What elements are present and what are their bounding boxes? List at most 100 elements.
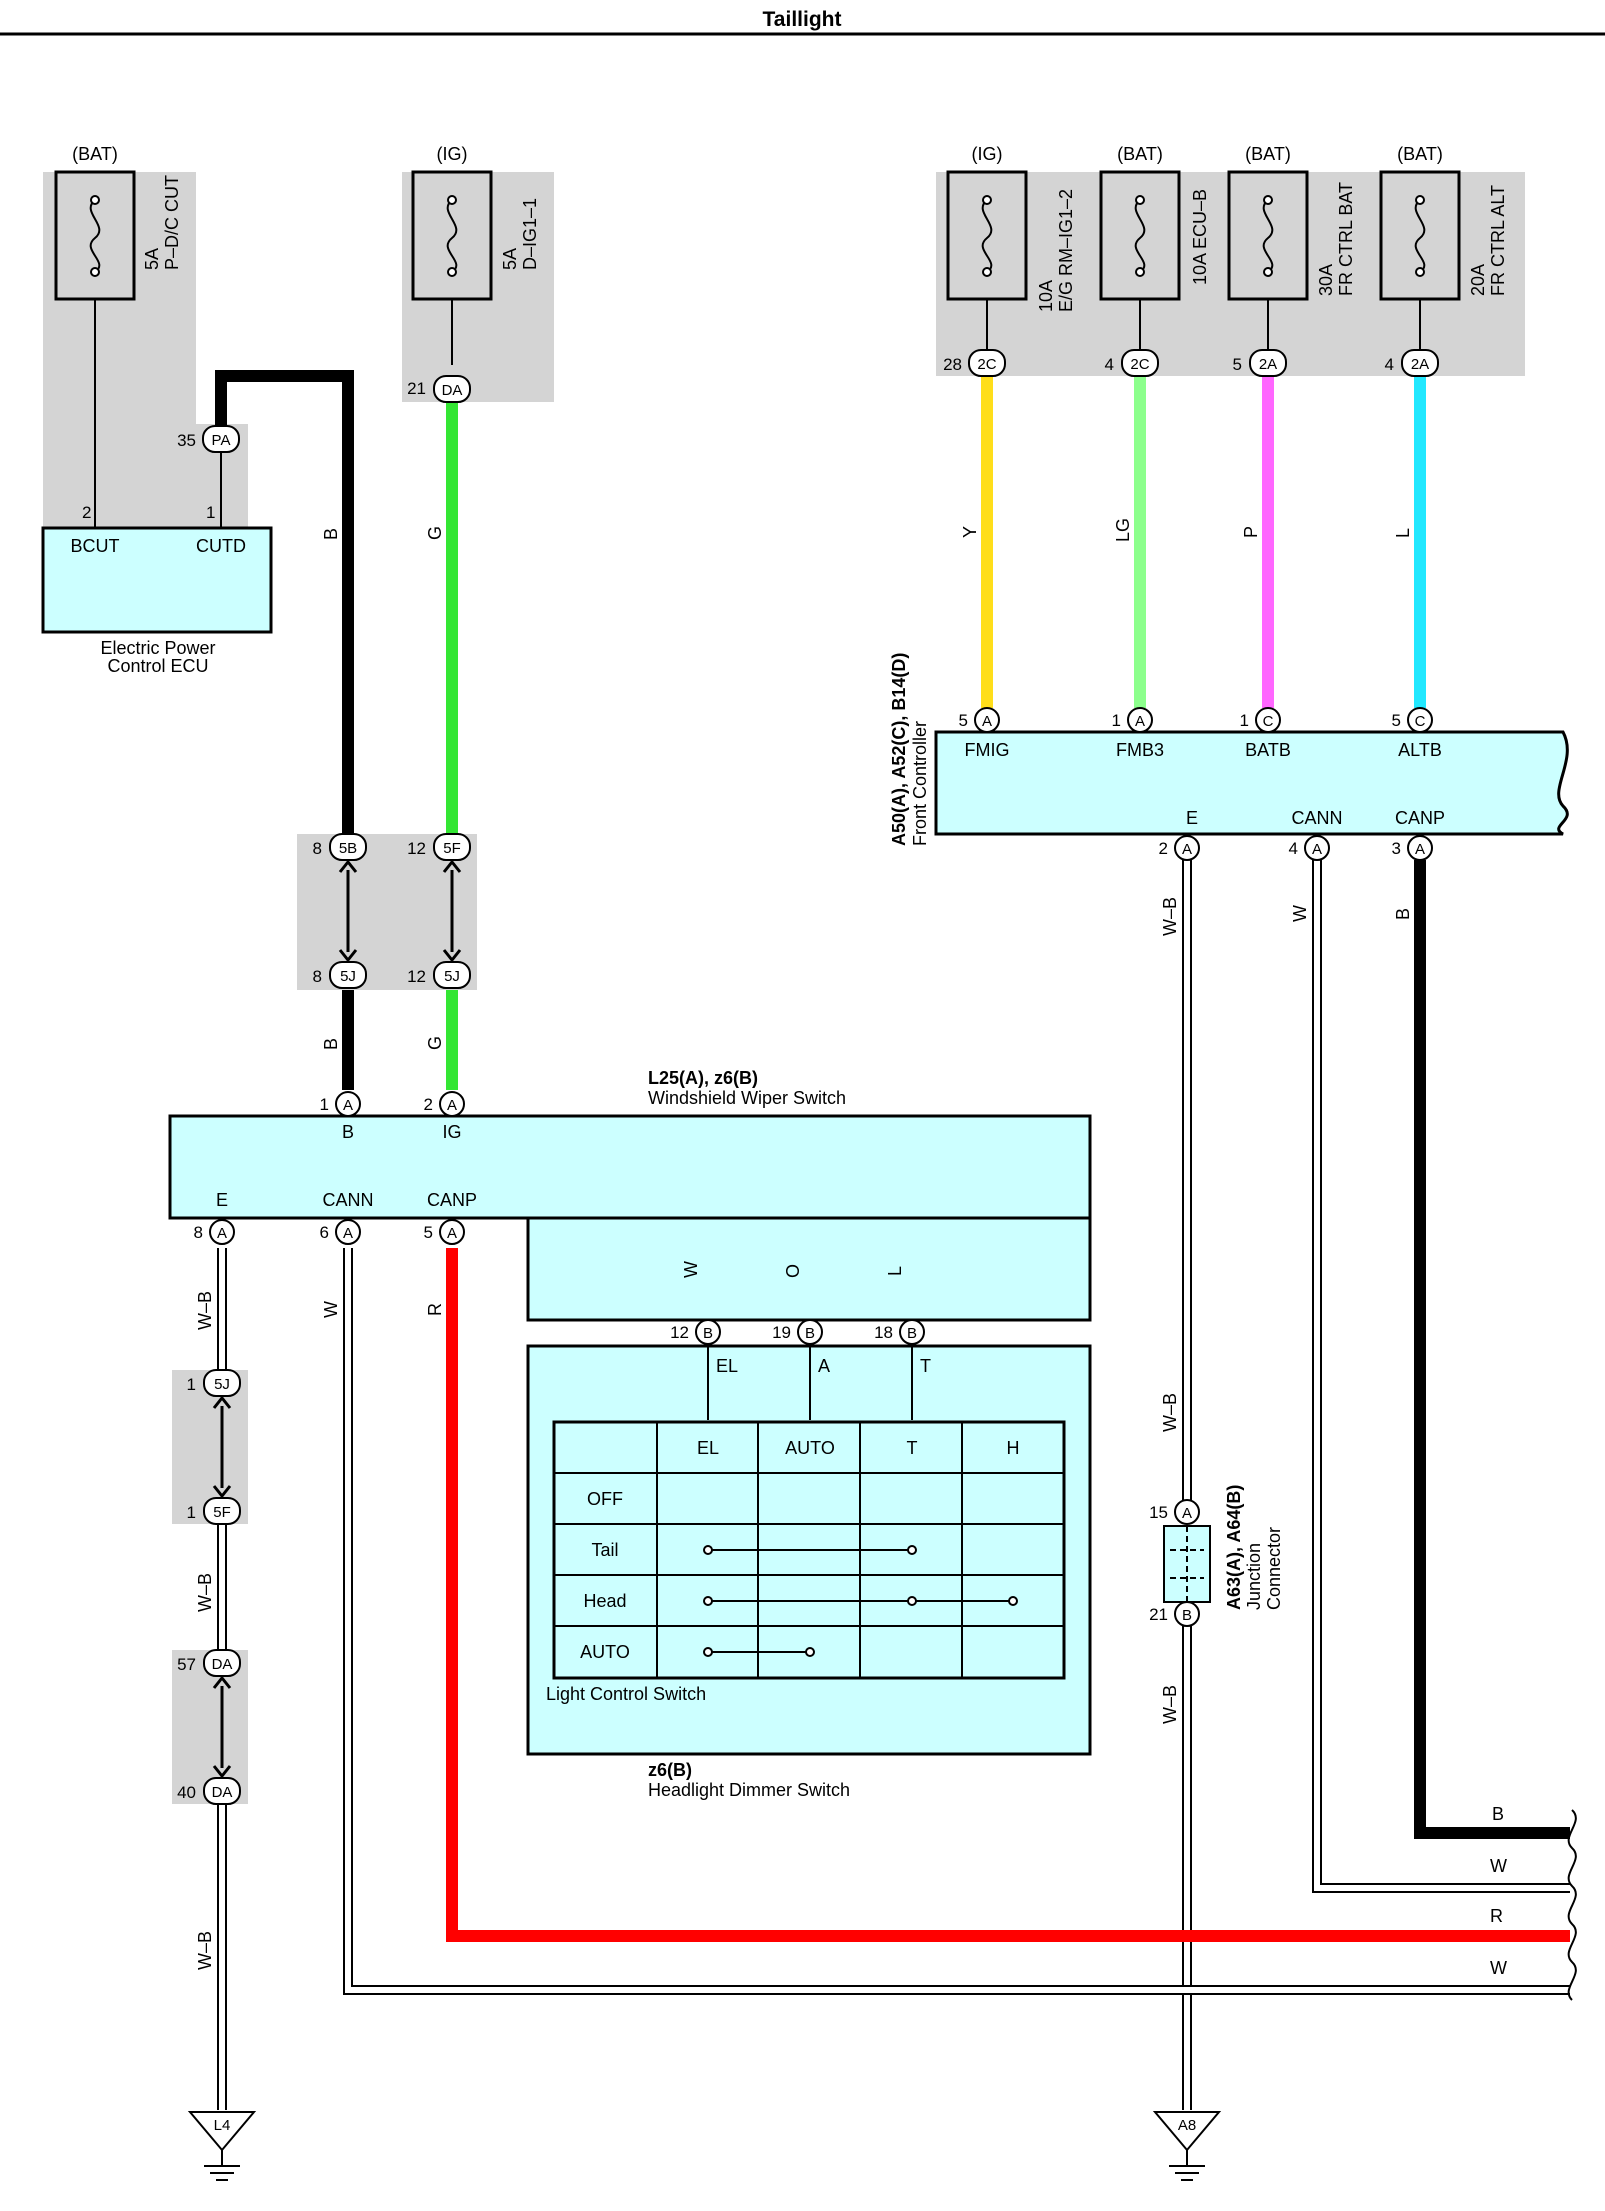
junction-pin-a15: 15 A [1149,1499,1200,1525]
table-header: T [907,1438,918,1458]
wire-labels: B G B G Y LG P L W–B W B W–B W–B W–B W R… [195,518,1413,1970]
svg-text:LG: LG [1113,518,1133,542]
wiper-pin-canp: 5 A [424,1219,465,1245]
component-name: Control ECU [107,656,208,676]
svg-text:W: W [321,1301,341,1318]
fuse-source: (BAT) [72,144,118,164]
fc-pin-canp: 3 A [1392,835,1433,861]
windshield-wiper-switch: L25(A), z6(B) Windshield Wiper Switch B … [168,1068,1092,1322]
svg-text:21: 21 [407,379,426,398]
connector-da21: 21 DA [407,375,471,403]
svg-text:5J: 5J [340,968,356,985]
svg-text:A: A [982,713,992,730]
pin-label: CANN [1291,808,1342,828]
svg-text:B: B [703,1325,713,1342]
svg-text:57: 57 [177,1655,196,1674]
fc-pin-fmig: 5 A [959,707,1000,733]
fuse-d-ig1-1: (IG) 5A D–IG1–1 [411,144,540,301]
fuse-icon [1414,199,1426,273]
svg-text:4: 4 [1105,355,1114,374]
table-row-label: Tail [591,1540,618,1560]
svg-text:W: W [1290,905,1310,922]
svg-text:2: 2 [424,1095,433,1114]
svg-text:A: A [447,1225,457,1242]
table-header: AUTO [785,1438,835,1458]
fuse-source: (IG) [972,144,1003,164]
fuse-name: D–IG1–1 [520,198,540,270]
svg-text:18: 18 [874,1323,893,1342]
svg-text:35: 35 [177,431,196,450]
svg-text:28: 28 [943,355,962,374]
fuse-ecu-b: (BAT) 10A ECU–B [1099,144,1210,301]
headlight-dimmer-switch: EL A T EL AUTO T H OFF Tail Head AUTO [526,1344,1092,1800]
pin-label: CANN [322,1190,373,1210]
fc-pin-altb: 5 C [1392,707,1433,733]
fc-pin-batb: 1 C [1240,707,1281,733]
fuse-source: (IG) [437,144,468,164]
continuity-auto [703,1647,815,1657]
offpage-connectors: B W R W [1490,1804,1577,2001]
svg-text:B: B [907,1325,917,1342]
pin-number: 2 [82,503,91,522]
svg-text:12: 12 [670,1323,689,1342]
svg-text:B: B [805,1325,815,1342]
pin-label: FMB3 [1116,740,1164,760]
svg-text:W–B: W–B [1160,897,1180,936]
svg-text:5B: 5B [339,840,357,857]
fuse-name: P–D/C CUT [162,175,182,270]
component-name: Connector [1264,1527,1284,1610]
continuity-head [703,1596,1018,1606]
svg-text:G: G [425,1036,445,1050]
svg-text:R: R [425,1303,445,1316]
fuse-p-dc-cut: (BAT) 5A P–D/C CUT [54,144,182,301]
fuse-source: (BAT) [1117,144,1163,164]
connector-2a-4: 4 2A [1385,349,1439,377]
fuse-icon [1134,199,1146,273]
fuse-name: 10A ECU–B [1190,189,1210,285]
svg-text:5: 5 [1392,711,1401,730]
svg-text:19: 19 [772,1323,791,1342]
svg-text:B: B [1182,1607,1192,1624]
dimmer-pin-t: 18 B [874,1319,925,1345]
svg-text:12: 12 [407,967,426,986]
svg-text:L4: L4 [214,2117,231,2134]
component-name: Headlight Dimmer Switch [648,1780,850,1800]
svg-text:5J: 5J [214,1376,230,1393]
svg-text:2C: 2C [1130,356,1149,373]
component-name: Front Controller [910,721,930,846]
svg-text:W: W [1490,1958,1507,1978]
connector-5j-b: 12 5J [407,961,471,989]
svg-text:1: 1 [1112,711,1121,730]
svg-text:A: A [1182,841,1192,858]
svg-text:A: A [1182,1505,1192,1522]
svg-text:5F: 5F [443,840,461,857]
fc-pin-cann: 4 A [1289,835,1330,861]
svg-text:W–B: W–B [195,1573,215,1612]
svg-text:3: 3 [1392,839,1401,858]
fuse-eg-rm-ig1-2: (IG) 10A E/G RM–IG1–2 [946,144,1076,312]
svg-text:W–B: W–B [195,1291,215,1330]
fuse-fr-ctrl-bat: (BAT) 30A FR CTRL BAT [1227,144,1356,301]
svg-text:1: 1 [187,1503,196,1522]
svg-text:4: 4 [1289,839,1298,858]
wiper-pin-ig: 2 A [424,1091,465,1117]
fuse-icon [1262,199,1274,273]
svg-text:W: W [1490,1856,1507,1876]
svg-text:B: B [321,1038,341,1050]
connector-pins: 35 PA 21 DA 28 2C 4 2C 5 2A 4 2A [177,349,1439,1805]
svg-text:12: 12 [407,839,426,858]
connector-5j-1: 1 5J [187,1369,241,1397]
fuse-icon [446,199,458,273]
fuse-rating: 5A [142,248,162,270]
svg-text:B: B [1393,908,1413,920]
component-codes: L25(A), z6(B) [648,1068,758,1088]
svg-text:6: 6 [320,1223,329,1242]
wiper-pin-b: 1 A [320,1091,361,1117]
pin-label: E [216,1190,228,1210]
connector-2a-5: 5 2A [1233,349,1287,377]
svg-text:DA: DA [442,382,463,399]
svg-text:R: R [1490,1906,1503,1926]
pin-label: A [818,1356,830,1376]
fuse-source: (BAT) [1245,144,1291,164]
component-codes: A63(A), A64(B) [1224,1485,1244,1610]
